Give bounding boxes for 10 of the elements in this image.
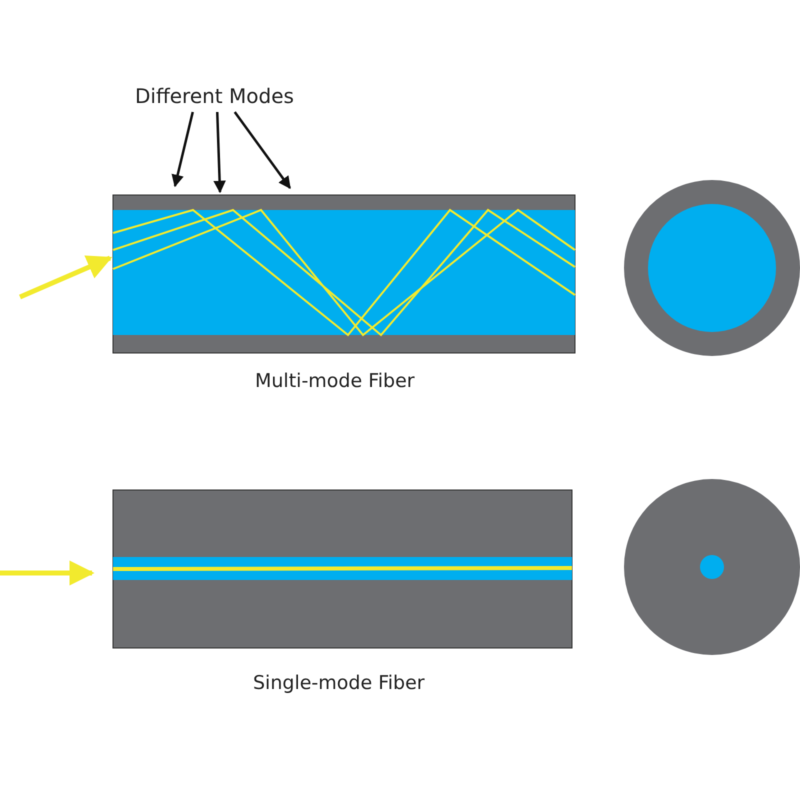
leader-line (213, 112, 226, 194)
leader-label: Different Modes (135, 84, 294, 108)
light-arrow (0, 560, 94, 586)
leader-line (234, 111, 292, 189)
multi-mode-fiber-drawing (113, 195, 575, 353)
light-arrow (19, 255, 112, 300)
leader-line (172, 112, 194, 188)
single-mode-fiber-drawing (113, 490, 572, 648)
fiber-label: Single-mode Fiber (253, 672, 425, 694)
fiber-label: Multi-mode Fiber (255, 370, 415, 392)
